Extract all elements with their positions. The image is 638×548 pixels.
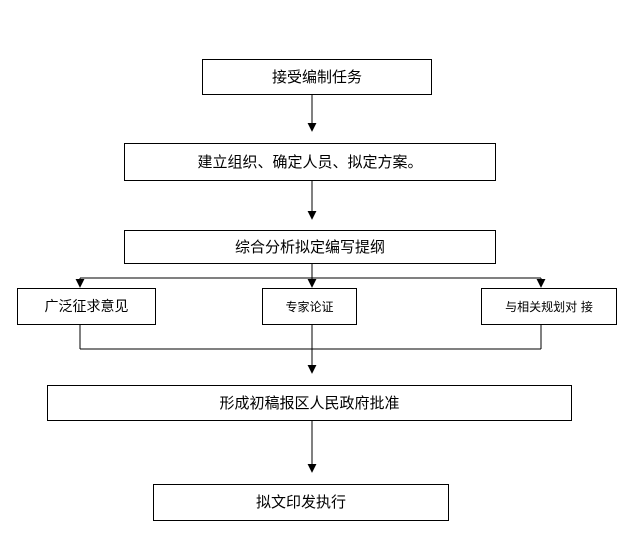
step-planning-link: 与相关规划对 接 <box>481 288 617 325</box>
step-organize: 建立组织、确定人员、拟定方案。 <box>124 143 496 181</box>
step-draft-approval: 形成初稿报区人民政府批准 <box>47 385 572 421</box>
step-execute: 拟文印发执行 <box>153 484 449 521</box>
step-outline: 综合分析拟定编写提纲 <box>124 230 496 264</box>
step-receive-task: 接受编制任务 <box>202 59 432 95</box>
step-expert-review: 专家论证 <box>262 288 357 325</box>
step-opinions: 广泛征求意见 <box>17 288 156 325</box>
